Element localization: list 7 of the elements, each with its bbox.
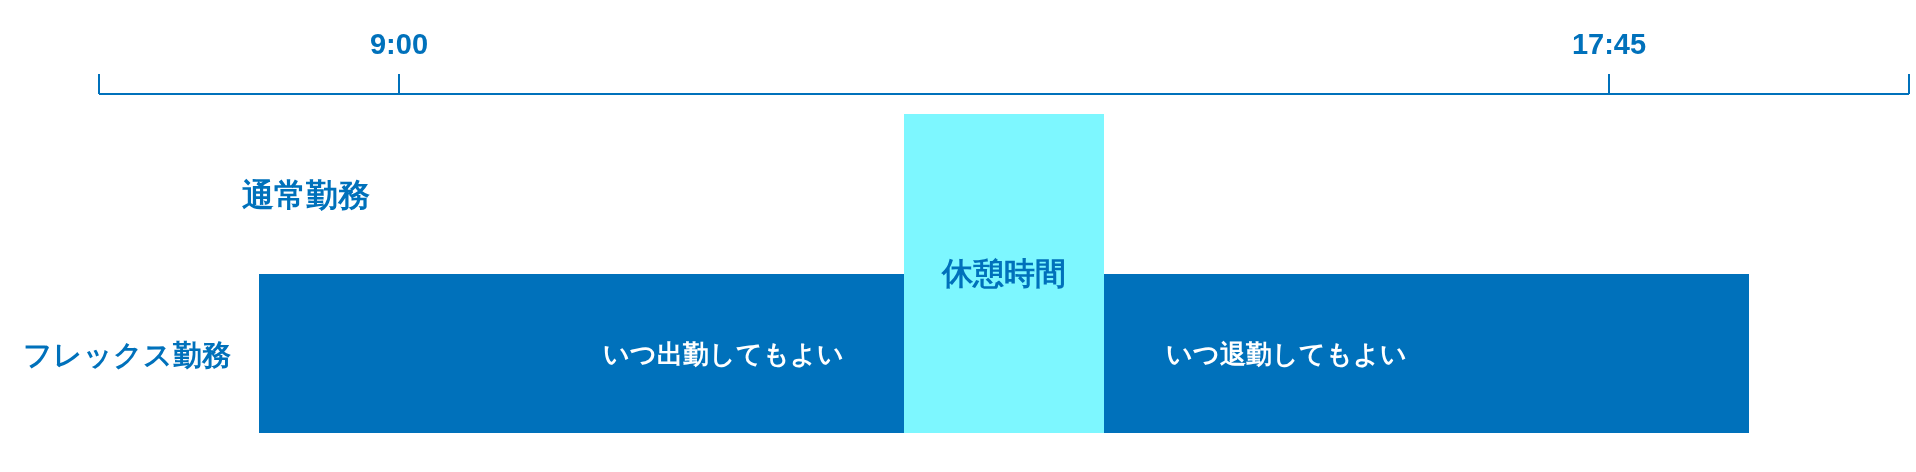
time-bar: いつ出勤してもよい bbox=[259, 274, 904, 433]
tick-label: 9:00 bbox=[370, 29, 428, 59]
row-label: 通常勤務 bbox=[242, 179, 370, 211]
row-label: フレックス勤務 bbox=[23, 340, 231, 370]
break-box: 休憩時間 bbox=[904, 114, 1104, 433]
tick-label: 17:45 bbox=[1571, 29, 1647, 59]
time-bar: いつ退勤してもよい bbox=[1104, 274, 1749, 433]
